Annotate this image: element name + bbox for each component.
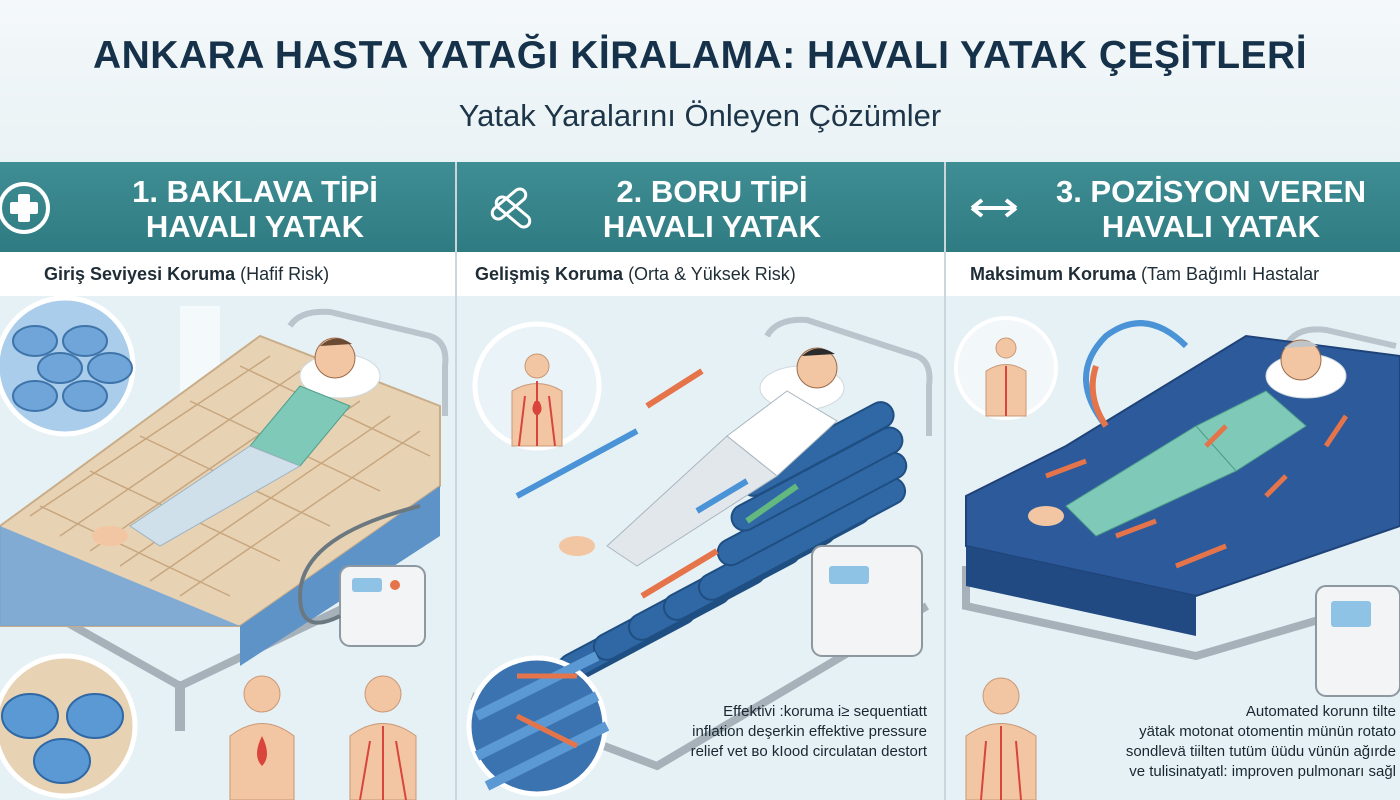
description-line: Automated korunn tilte xyxy=(1245,703,1396,720)
description-line: ve tulisinatyatl: improven pulmonarı sağ… xyxy=(1129,763,1396,780)
medical-cross-icon xyxy=(0,182,50,234)
page-title: ANKARA HASTA YATAĞI KİRALAMA: HAVALI YAT… xyxy=(92,34,1308,77)
protection-level-name: Maksimum Koruma xyxy=(970,264,1137,284)
panel-title-line-1: 1. BAKLAVA TİPİ xyxy=(132,174,378,209)
page-subtitle: Yatak Yaralarını Önleyen Çözümler xyxy=(458,98,942,133)
panel-title: 2. BORU TİPİ HAVALI YATAK xyxy=(547,174,877,244)
panel-title: 3. POZİSYON VEREN HAVALI YATAK xyxy=(1036,174,1386,244)
tube-cells-icon xyxy=(490,187,532,229)
panel-divider xyxy=(944,162,946,800)
protection-level-name: Giriş Seviyesi Koruma xyxy=(44,264,236,284)
tilt-arrows xyxy=(1045,414,1349,569)
description-line: relief vet ʙo kIood circulatan destort xyxy=(690,743,927,760)
header: ANKARA HASTA YATAĞI KİRALAMA: HAVALI YAT… xyxy=(0,0,1400,162)
pressure-arrows xyxy=(515,368,799,599)
panel-divider xyxy=(455,162,457,800)
protection-level: Maksimum Koruma (Tam Bağımlı Hastalar xyxy=(946,252,1400,296)
panel-title-line-2: HAVALI YATAK xyxy=(602,209,822,244)
description-line: yätak motonat otomentin münün rotato xyxy=(1139,723,1396,740)
panel-header-band: 1. BAKLAVA TİPİ HAVALI YATAK xyxy=(0,162,455,252)
panel-title: 1. BAKLAVA TİPİ HAVALI YATAK xyxy=(60,174,450,244)
panel-title-line-1: 2. BORU TİPİ xyxy=(616,174,808,209)
panel-title-line-1: 3. POZİSYON VEREN xyxy=(1055,174,1367,209)
description-line: Effektivi :koruma i≥ sequentiatt xyxy=(723,703,927,720)
panel-header-band: 2. BORU TİPİ HAVALI YATAK xyxy=(457,162,944,252)
positioning-mattress-illustration xyxy=(946,296,1400,800)
panel-title-line-2: HAVALI YATAK xyxy=(1101,209,1321,244)
panel-header-band: 3. POZİSYON VEREN HAVALI YATAK xyxy=(946,162,1400,252)
protection-level-name: Gelişmiş Koruma xyxy=(475,264,624,284)
protection-level-risk: (Tam Bağımlı Hastalar xyxy=(1136,264,1320,284)
tube-mattress-illustration xyxy=(457,296,944,800)
protection-level-risk: (Orta & Yüksek Risk) xyxy=(623,264,796,284)
protection-level-risk: (Hafif Risk) xyxy=(235,264,330,284)
panel-baklava: 1. BAKLAVA TİPİ HAVALI YATAK Giriş Seviy… xyxy=(0,162,455,800)
panel-pozisyon: 3. POZİSYON VEREN HAVALI YATAK Maksimum … xyxy=(946,162,1400,800)
baklava-mattress-illustration xyxy=(0,296,455,800)
description-line: sondlevä tiilten tutüm üüdu vünün ağırde xyxy=(1125,743,1396,760)
panel-boru: 2. BORU TİPİ HAVALI YATAK Gelişmiş Korum… xyxy=(457,162,944,800)
protection-level: Gelişmiş Koruma (Orta & Yüksek Risk) xyxy=(457,252,944,296)
pozisyon-description: Automated korunn tilte yätak motonat oto… xyxy=(1096,702,1396,782)
protection-level: Giriş Seviyesi Koruma (Hafif Risk) xyxy=(0,252,455,296)
boru-description: Effektivi :koruma i≥ sequentiatt inflati… xyxy=(667,702,927,762)
left-right-arrows-icon xyxy=(970,198,1018,218)
description-line: inflation deşerkin effektive pressure xyxy=(692,723,927,740)
panel-title-line-2: HAVALI YATAK xyxy=(145,209,365,244)
panels: 1. BAKLAVA TİPİ HAVALI YATAK Giriş Seviy… xyxy=(0,162,1400,800)
